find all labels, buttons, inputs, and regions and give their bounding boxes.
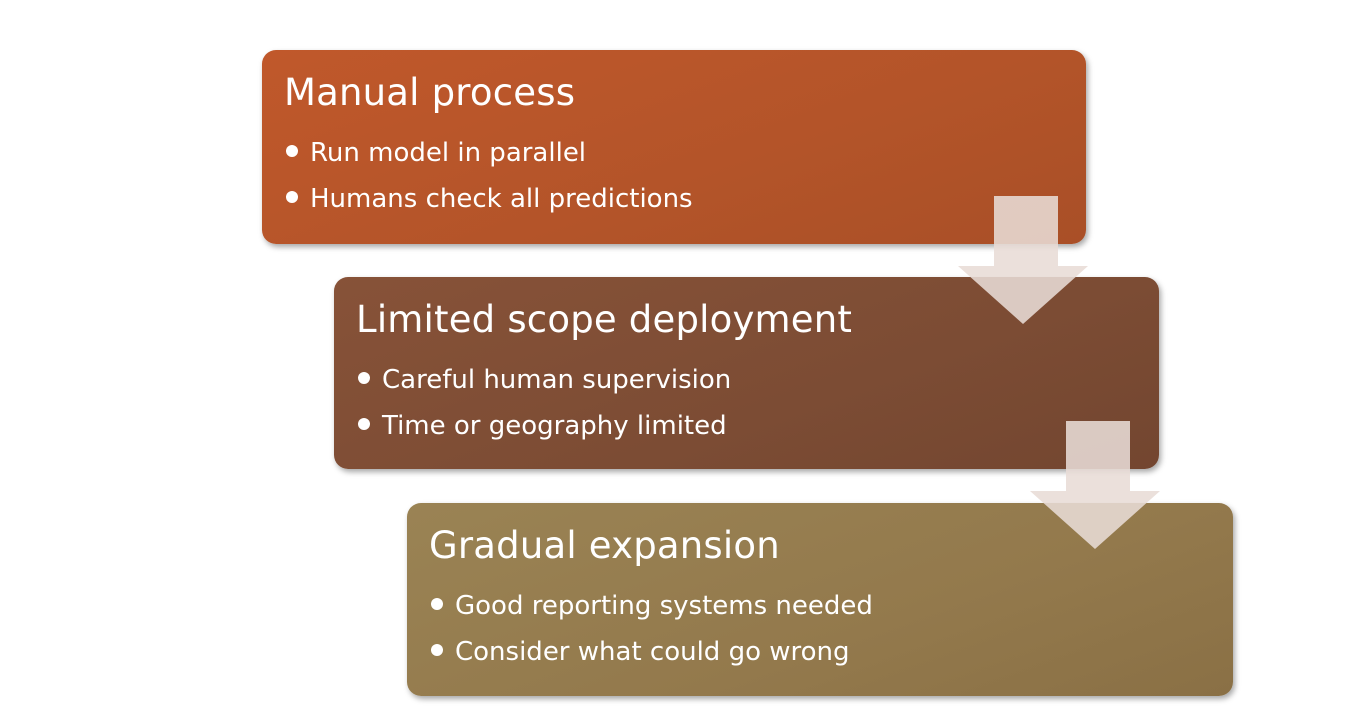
bullet-text: Careful human supervision	[382, 365, 732, 395]
bullet-text: Good reporting systems needed	[455, 591, 873, 621]
down-arrow-icon	[1030, 421, 1160, 549]
bullet-text: Humans check all predictions	[310, 184, 693, 214]
bullet-item: Humans check all predictions	[284, 176, 1064, 222]
bullet-dot-icon	[358, 417, 370, 430]
down-arrow-icon	[958, 196, 1088, 324]
bullet-dot-icon	[286, 190, 298, 203]
step-title: Limited scope deployment	[356, 298, 853, 341]
step-title: Gradual expansion	[429, 524, 780, 567]
bullet-dot-icon	[358, 371, 370, 384]
bullet-item: Run model in parallel	[284, 130, 1064, 176]
bullet-item: Good reporting systems needed	[429, 583, 1211, 629]
bullet-text: Consider what could go wrong	[455, 637, 850, 667]
step-bullet-list: Run model in parallel Humans check all p…	[284, 130, 1064, 222]
step-title: Manual process	[284, 71, 576, 114]
bullet-dot-icon	[431, 597, 443, 610]
bullet-text: Run model in parallel	[310, 138, 587, 168]
process-step-manual: Manual process Run model in parallel Hum…	[262, 50, 1086, 244]
bullet-item: Careful human supervision	[356, 357, 1137, 403]
bullet-text: Time or geography limited	[382, 411, 727, 441]
bullet-dot-icon	[431, 643, 443, 656]
step-bullet-list: Careful human supervision Time or geogra…	[356, 357, 1137, 449]
bullet-item: Consider what could go wrong	[429, 629, 1211, 675]
bullet-dot-icon	[286, 144, 298, 157]
bullet-item: Time or geography limited	[356, 403, 1137, 449]
step-bullet-list: Good reporting systems needed Consider w…	[429, 583, 1211, 675]
